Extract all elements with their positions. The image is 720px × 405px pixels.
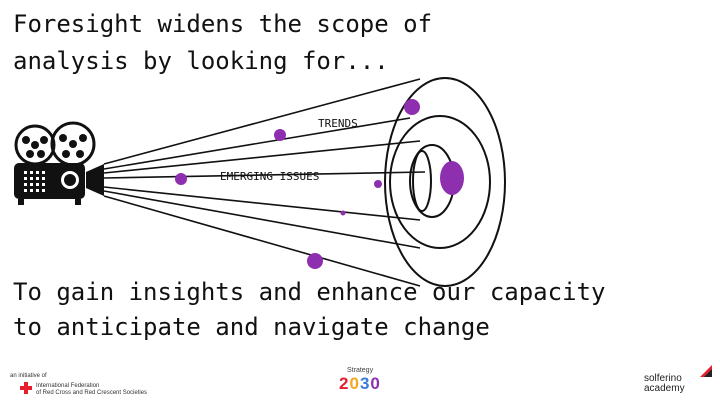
outer-horizon-ring: [384, 77, 506, 287]
red-cross-crescent-icon: [10, 382, 32, 394]
ifrc-tagline: an initiative of: [10, 373, 47, 379]
solferino-mark-icon: [700, 365, 712, 377]
signal-dot: [307, 253, 323, 269]
solferino-line-2: academy: [644, 383, 685, 394]
signal-dot: [274, 129, 286, 141]
middle-horizon-ring: [389, 115, 491, 249]
title-line-1: Foresight widens the scope of: [13, 10, 433, 38]
strategy-year-digit: 3: [359, 374, 371, 393]
emerging-issues-label: EMERGING ISSUES: [220, 170, 319, 183]
signal-dot: [374, 180, 382, 188]
trends-label: TRENDS: [318, 117, 358, 130]
strategy-label: Strategy: [347, 367, 374, 374]
core-horizon-ring: [412, 150, 432, 212]
film-projector-icon: [14, 121, 104, 205]
solferino-academy-logo: solferino academy: [640, 365, 715, 400]
strategy-year: 2030: [339, 374, 381, 394]
strategy-2030-logo: Strategy 2030: [335, 365, 405, 400]
strategy-year-digit: 0: [370, 374, 381, 393]
ifrc-name-line-2: of Red Cross and Red Crescent Societies: [36, 390, 148, 396]
signal-dot: [404, 99, 420, 115]
signal-dot: [340, 210, 346, 216]
cone-rays: [103, 78, 426, 287]
ifrc-name-line-1: International Federation: [36, 383, 100, 389]
ifrc-logo: an initiative of International Federatio…: [10, 365, 160, 400]
subheading-line-1: To gain insights and enhance our capacit…: [13, 278, 606, 306]
page-title: Foresight widens the scope of analysis b…: [13, 6, 613, 80]
title-line-2: analysis by looking for...: [13, 47, 389, 75]
strategy-year-digit: 0: [349, 374, 360, 393]
signal-dot: [175, 173, 187, 185]
horizon-rings: [384, 77, 506, 287]
solferino-line-1: solferino: [644, 373, 682, 384]
strategy-year-digit: 2: [339, 374, 350, 393]
subheading: To gain insights and enhance our capacit…: [13, 275, 713, 345]
subheading-line-2: to anticipate and navigate change: [13, 313, 490, 341]
signal-dots: [175, 99, 464, 269]
signal-dot: [440, 161, 464, 195]
